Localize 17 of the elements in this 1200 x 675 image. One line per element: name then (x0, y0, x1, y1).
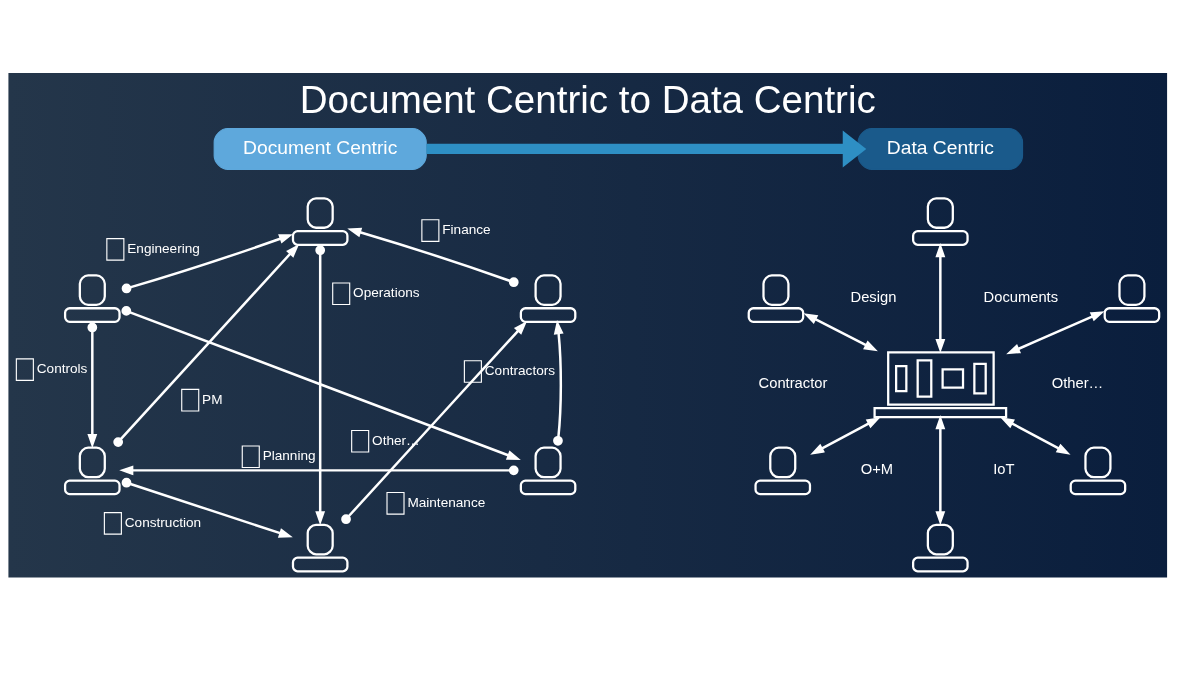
diagram-title: Document Centric to Data Centric (299, 77, 876, 121)
edge-label: Controls (36, 361, 88, 377)
edge-label: Operations (353, 285, 420, 301)
edge-label: Engineering (127, 240, 200, 256)
edge-label: Contractors (484, 363, 556, 379)
edge-label: Planning (262, 448, 316, 464)
edge-label: Other… (372, 432, 420, 448)
label: Other… (1051, 375, 1104, 392)
edge-label: PM (202, 391, 223, 407)
label: IoT (993, 461, 1015, 478)
edge-label: Finance (442, 222, 491, 238)
edge-label: Construction (124, 514, 202, 530)
label: Design (850, 288, 897, 305)
label: O+M (860, 461, 894, 478)
label: Contractor (758, 375, 828, 392)
edge-label: Maintenance (407, 494, 486, 510)
label: Documents (983, 288, 1059, 305)
